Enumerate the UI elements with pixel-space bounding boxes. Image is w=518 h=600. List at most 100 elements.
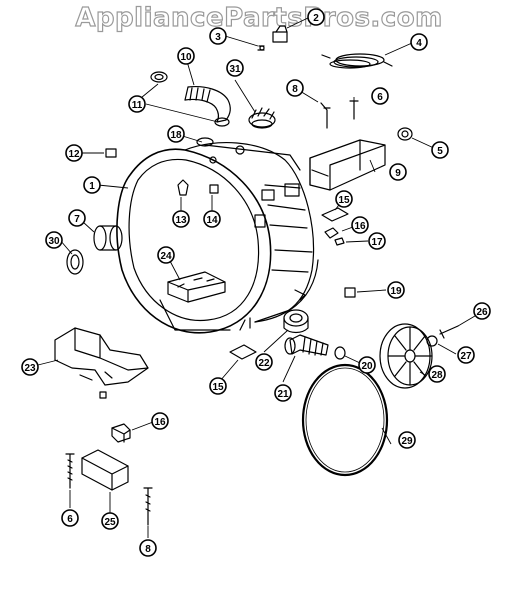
drive-belt-29 <box>301 363 389 477</box>
wire-harness <box>321 53 393 69</box>
callout-10: 10 <box>177 47 195 65</box>
callout-19: 19 <box>387 281 405 299</box>
svg-text:17: 17 <box>371 237 383 248</box>
svg-text:9: 9 <box>395 168 401 179</box>
svg-text:6: 6 <box>377 92 383 103</box>
callout-29: 29 <box>398 431 416 449</box>
callout-28: 28 <box>428 365 446 383</box>
svg-text:31: 31 <box>229 64 241 75</box>
callout-30: 30 <box>45 231 63 249</box>
clip-16-lower <box>111 423 131 443</box>
svg-text:27: 27 <box>460 351 472 362</box>
washer-27 <box>426 335 438 347</box>
screw-8-bottom <box>143 487 153 526</box>
callout-12: 12 <box>65 144 83 162</box>
counterweight-7 <box>93 225 123 251</box>
screw-6-top <box>349 100 359 120</box>
callout-20: 20 <box>358 356 376 374</box>
pad-15-right <box>321 207 349 222</box>
callout-13: 13 <box>172 210 190 228</box>
svg-text:28: 28 <box>431 370 443 381</box>
callout-3: 3 <box>209 27 227 45</box>
bracket-2 <box>272 31 288 43</box>
air-duct <box>309 139 386 191</box>
outer-tub <box>116 142 319 334</box>
screw-8-top <box>320 102 328 129</box>
grommet-5 <box>397 127 413 141</box>
impeller <box>248 107 276 129</box>
callout-1: 1 <box>83 176 101 194</box>
svg-text:15: 15 <box>338 195 350 206</box>
clip-17 <box>334 237 345 246</box>
svg-text:22: 22 <box>258 358 270 369</box>
svg-text:14: 14 <box>206 215 218 226</box>
callout-24: 24 <box>157 246 175 264</box>
callout-21: 21 <box>274 384 292 402</box>
callout-2: 2 <box>307 8 325 26</box>
svg-text:12: 12 <box>68 149 80 160</box>
svg-text:16: 16 <box>154 417 166 428</box>
clip-12 <box>105 148 117 158</box>
callout-8-top: 8 <box>286 79 304 97</box>
callout-27: 27 <box>457 346 475 364</box>
svg-text:7: 7 <box>74 214 80 225</box>
svg-text:6: 6 <box>67 514 73 525</box>
callout-11: 11 <box>128 95 146 113</box>
screw-6-bottom <box>65 453 75 489</box>
callouts: 1 2 3 4 5 6 6 7 8 8 9 10 11 12 13 14 15 … <box>21 8 491 557</box>
svg-text:10: 10 <box>180 52 192 63</box>
callout-8-bottom: 8 <box>139 539 157 557</box>
vent-hose <box>184 85 231 123</box>
clamp-20 <box>334 346 346 360</box>
callout-15-right: 15 <box>335 190 353 208</box>
hose-clamp-lower <box>214 117 230 127</box>
callout-26: 26 <box>473 302 491 320</box>
bracket-23 <box>54 327 149 399</box>
svg-text:3: 3 <box>215 32 221 43</box>
svg-text:5: 5 <box>437 146 443 157</box>
svg-text:1: 1 <box>89 181 95 192</box>
leader-lines <box>37 16 481 538</box>
pad-15-lower <box>229 344 257 360</box>
callout-7: 7 <box>68 209 86 227</box>
weight-block-25 <box>81 449 129 491</box>
callout-16-lower: 16 <box>151 412 169 430</box>
svg-text:23: 23 <box>24 363 36 374</box>
svg-text:16: 16 <box>354 221 366 232</box>
svg-text:4: 4 <box>416 38 422 49</box>
svg-text:15: 15 <box>212 382 224 393</box>
svg-text:8: 8 <box>145 544 151 555</box>
clip-16-right <box>324 227 339 239</box>
callout-25: 25 <box>101 512 119 530</box>
callout-14: 14 <box>203 210 221 228</box>
callout-16-right: 16 <box>351 216 369 234</box>
seal-30 <box>66 249 84 275</box>
svg-text:24: 24 <box>160 251 172 262</box>
seal-18 <box>196 137 214 147</box>
callout-9: 9 <box>389 163 407 181</box>
svg-text:19: 19 <box>390 286 402 297</box>
svg-text:25: 25 <box>104 517 116 528</box>
svg-text:30: 30 <box>48 236 60 247</box>
callout-6-bottom: 6 <box>61 509 79 527</box>
svg-text:11: 11 <box>132 100 143 111</box>
nut-19 <box>344 287 356 298</box>
clip-14 <box>209 184 219 194</box>
svg-text:2: 2 <box>313 13 319 24</box>
heater-24 <box>167 271 226 303</box>
callout-6-top: 6 <box>371 87 389 105</box>
svg-text:20: 20 <box>361 361 373 372</box>
callout-17: 17 <box>368 232 386 250</box>
svg-text:21: 21 <box>277 389 289 400</box>
latch-13 <box>177 179 189 196</box>
callout-4: 4 <box>410 33 428 51</box>
pulley-28 <box>379 323 433 389</box>
hose-clamp-upper <box>150 71 168 83</box>
svg-text:18: 18 <box>170 130 182 141</box>
callout-15-lower: 15 <box>209 377 227 395</box>
svg-text:13: 13 <box>175 215 187 226</box>
drain-pump-22 <box>283 309 309 334</box>
callout-5: 5 <box>431 141 449 159</box>
drain-hose-21 <box>284 334 329 356</box>
